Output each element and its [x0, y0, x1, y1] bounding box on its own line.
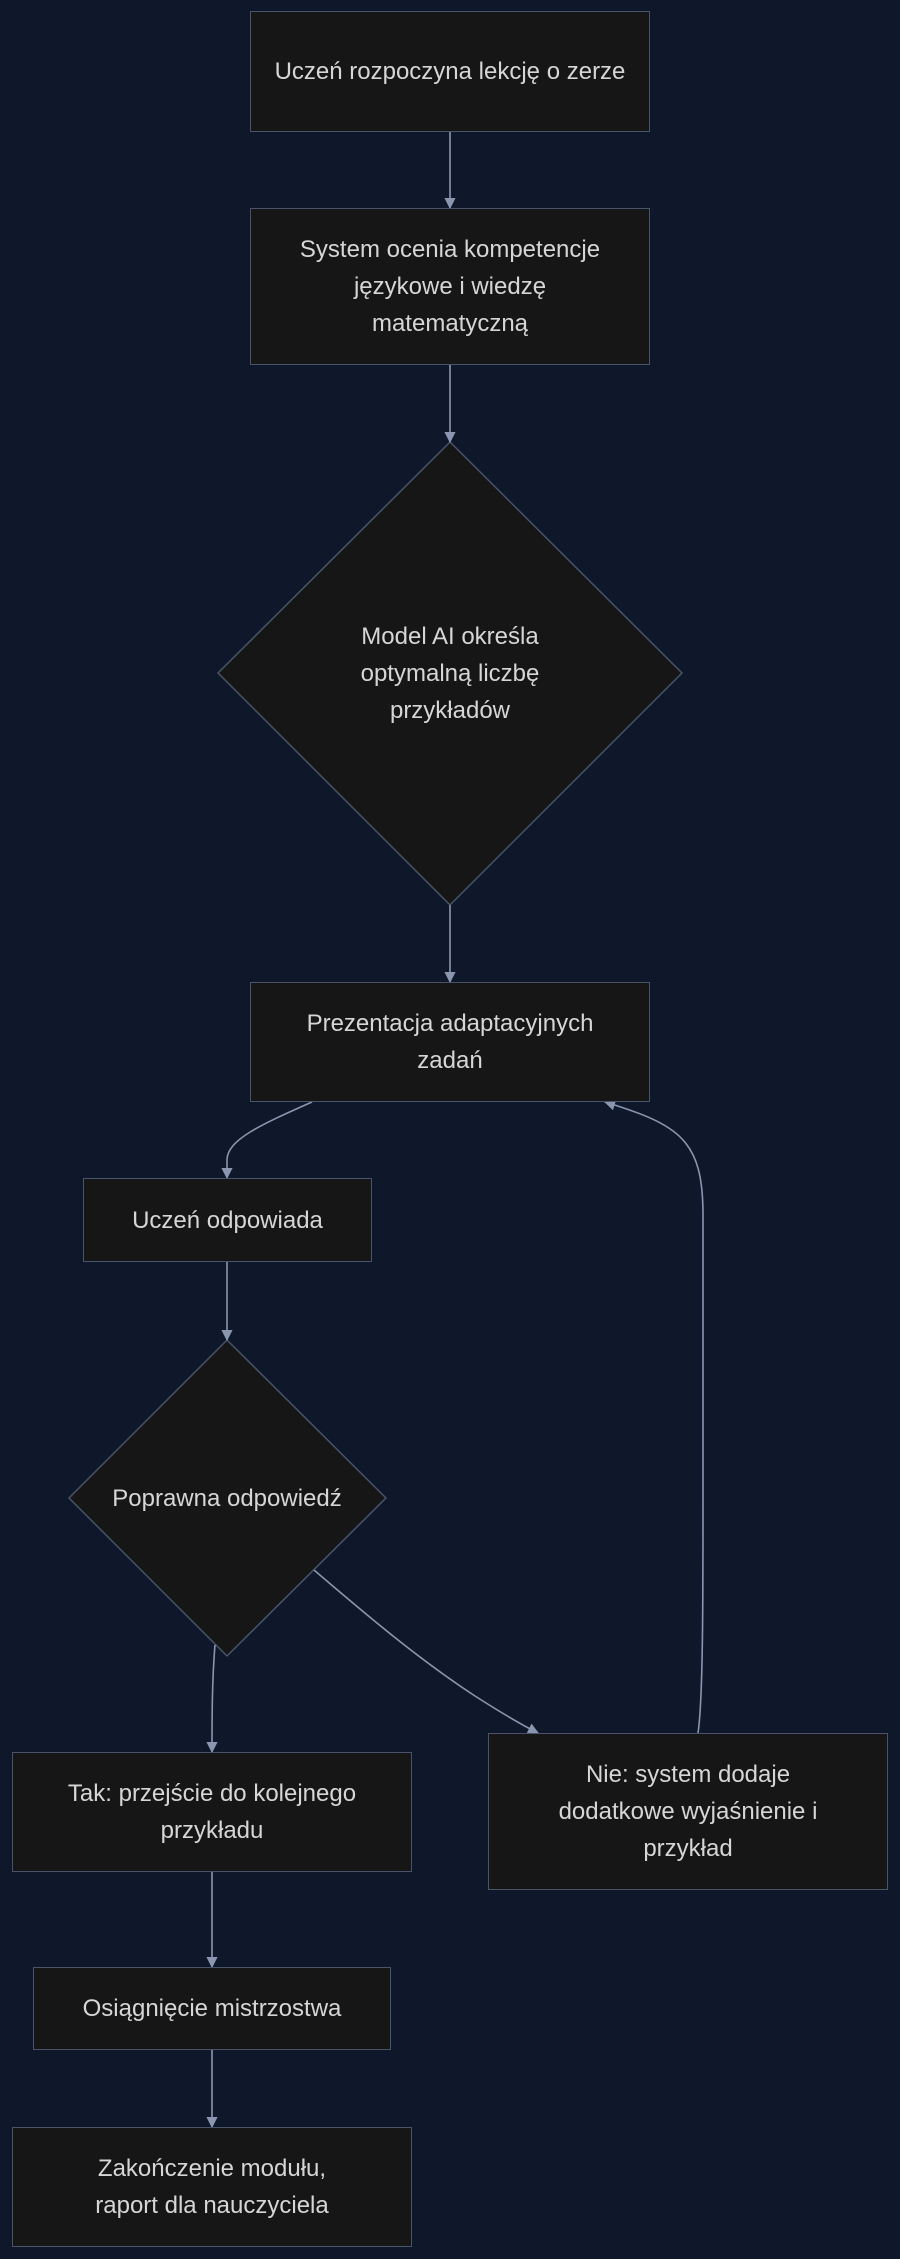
- node-no: Nie: system dodaje dodatkowe wyjaśnienie…: [488, 1733, 888, 1890]
- node-answer: Uczeń odpowiada: [83, 1178, 372, 1262]
- node-assess: System ocenia kompetencje językowe i wie…: [250, 208, 650, 365]
- node-mastery-label: Osiągnięcie mistrzostwa: [82, 1995, 342, 2022]
- node-correct-label: Poprawna odpowiedź: [112, 1484, 342, 1512]
- node-no-label: Nie: system dodaje dodatkowe wyjaśnienie…: [558, 1761, 818, 1862]
- node-assess-label: System ocenia kompetencje językowe i wie…: [299, 236, 601, 337]
- node-present: Prezentacja adaptacyjnych zadań: [250, 982, 650, 1102]
- node-ai-decide-label: Model AI określa optymalną liczbę przykł…: [360, 622, 540, 724]
- node-start-label: Uczeń rozpoczyna lekcję o zerze: [274, 58, 626, 85]
- node-ai-decide: Model AI określa optymalną liczbę przykł…: [335, 600, 565, 746]
- node-yes-label: Tak: przejście do kolejnego przykładu: [67, 1780, 357, 1844]
- node-present-label: Prezentacja adaptacyjnych zadań: [306, 1010, 594, 1074]
- node-mastery: Osiągnięcie mistrzostwa: [33, 1967, 391, 2050]
- decision-shape-correct: [67, 1338, 388, 1658]
- node-end-label: Zakończenie modułu, raport dla nauczycie…: [95, 2155, 329, 2219]
- node-yes: Tak: przejście do kolejnego przykładu: [12, 1752, 412, 1872]
- node-correct: Poprawna odpowiedź: [97, 1478, 357, 1518]
- edge-present-answer: [221, 1101, 313, 1180]
- edge-correct-yes: [206, 1644, 218, 1754]
- node-start: Uczeń rozpoczyna lekcję o zerze: [250, 11, 650, 132]
- edge-correct-no: [313, 1569, 540, 1734]
- node-end: Zakończenie modułu, raport dla nauczycie…: [12, 2127, 412, 2247]
- node-answer-label: Uczeń odpowiada: [132, 1206, 323, 1234]
- edge-no-present: [603, 1099, 704, 1734]
